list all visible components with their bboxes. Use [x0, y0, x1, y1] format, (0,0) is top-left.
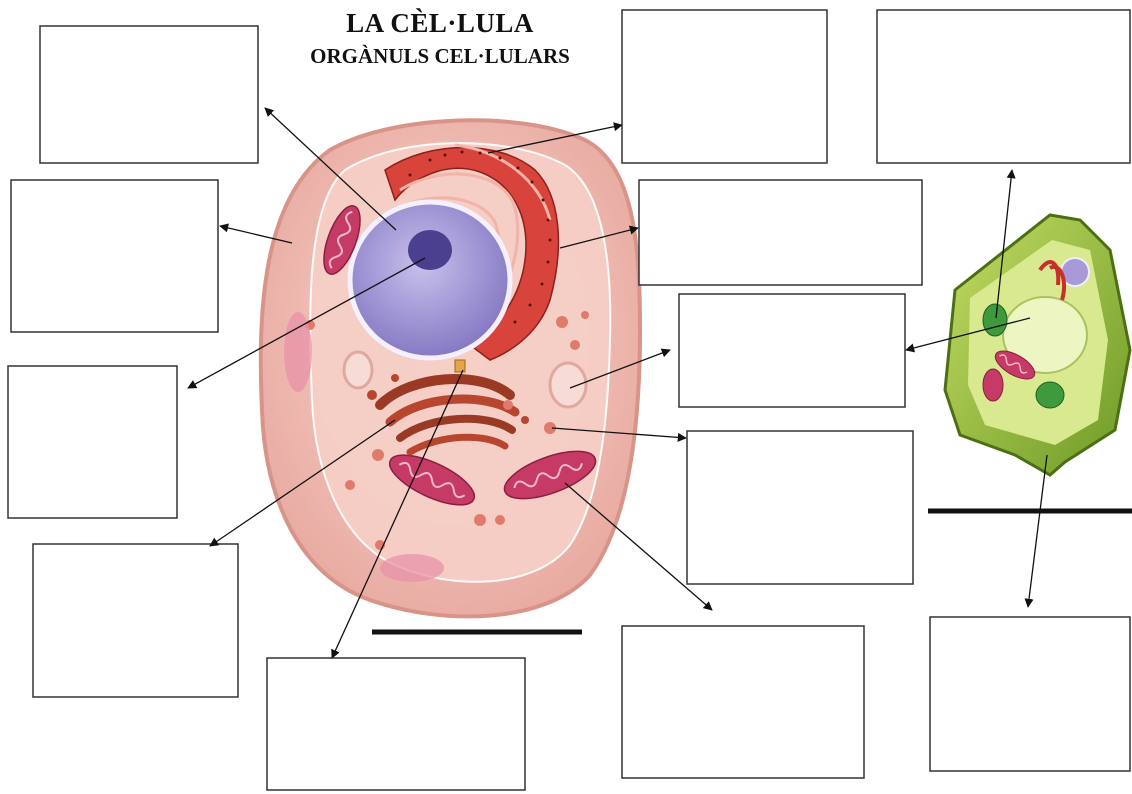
arrow-wall-to-bottom-right	[1028, 455, 1047, 607]
box-top-right[interactable]	[877, 10, 1130, 163]
box-bottom-right[interactable]	[930, 617, 1130, 771]
box-right-upper[interactable]	[639, 180, 922, 285]
box-left-upper[interactable]	[11, 180, 218, 332]
chloroplast-left	[983, 304, 1007, 336]
box-right-lower[interactable]	[687, 431, 913, 584]
box-bottom-center-left[interactable]	[267, 658, 525, 790]
box-left-lower[interactable]	[33, 544, 238, 697]
box-top-center[interactable]	[622, 10, 827, 163]
page-subtitle: ORGÀNULS CEL·LULARS	[270, 44, 610, 69]
vesicle	[344, 352, 372, 388]
vacuole	[550, 363, 586, 407]
centriole	[455, 360, 465, 372]
box-bottom-center-right[interactable]	[622, 626, 864, 778]
plant-cell	[945, 215, 1130, 475]
page-title: LA CÈL·LULA	[270, 8, 610, 39]
box-left-middle[interactable]	[8, 366, 177, 518]
box-right-middle[interactable]	[679, 294, 905, 407]
nucleus	[350, 202, 510, 358]
box-top-left[interactable]	[40, 26, 258, 163]
chloroplast-right	[1036, 382, 1064, 408]
plant-mitochondrion-2	[983, 369, 1003, 401]
animal-cell	[261, 120, 640, 616]
